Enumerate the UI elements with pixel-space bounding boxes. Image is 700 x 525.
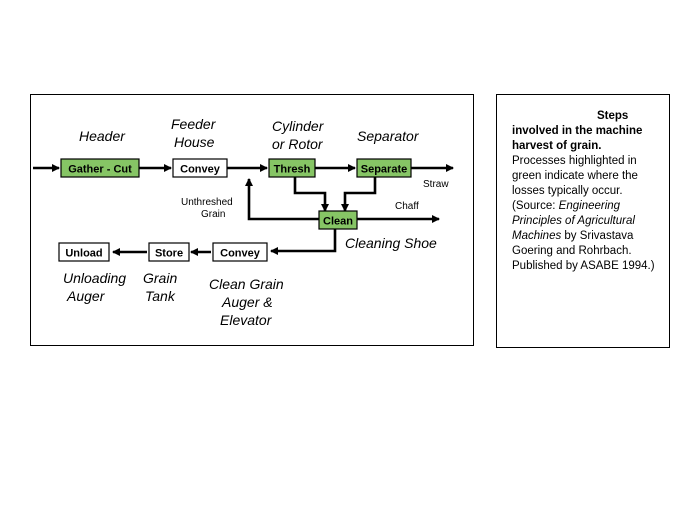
label-grain-tank-1: Grain <box>143 270 177 286</box>
arrow-clean-to-convey <box>270 229 337 255</box>
label-separator: Separator <box>357 128 420 144</box>
svg-text:Store: Store <box>155 248 183 260</box>
caption-body-1: Processes highlighted in green indicate … <box>512 155 638 212</box>
caption-text: Steps involved in the machine harvest of… <box>512 109 664 274</box>
label-grain-tank-2: Tank <box>145 288 176 304</box>
label-unloading-1: Unloading <box>63 270 126 286</box>
box-convey-grain: Convey <box>212 242 268 262</box>
label-feeder-2: House <box>174 134 215 150</box>
diagram-panel: Gather - Cut Convey Thresh Separate Clea… <box>30 94 474 346</box>
label-unloading-2: Auger <box>66 288 106 304</box>
box-clean: Clean <box>318 210 358 230</box>
label-clean-grain-1: Clean Grain <box>209 276 284 292</box>
box-unload: Unload <box>58 242 110 262</box>
label-unthreshed-2: Grain <box>201 209 225 220</box>
label-straw: Straw <box>423 179 449 190</box>
label-cylinder-2: or Rotor <box>272 136 324 152</box>
caption-panel: Steps involved in the machine harvest of… <box>496 94 670 348</box>
label-feeder-1: Feeder <box>171 116 217 132</box>
caption-title: Steps involved in the machine harvest of… <box>512 110 643 152</box>
box-gather-cut: Gather - Cut <box>60 158 140 178</box>
box-thresh: Thresh <box>268 158 316 178</box>
svg-text:Thresh: Thresh <box>274 164 311 176</box>
box-separate: Separate <box>356 158 412 178</box>
label-cylinder-1: Cylinder <box>272 118 325 134</box>
svg-text:Unload: Unload <box>65 248 102 260</box>
arrow-unthreshed-return <box>245 178 319 221</box>
box-store: Store <box>148 242 190 262</box>
svg-text:Convey: Convey <box>220 248 261 260</box>
label-cleaning-shoe: Cleaning Shoe <box>345 235 437 251</box>
harvest-flow-diagram: Gather - Cut Convey Thresh Separate Clea… <box>33 116 454 328</box>
box-convey-feeder: Convey <box>172 158 228 178</box>
svg-text:Gather - Cut: Gather - Cut <box>68 164 132 176</box>
caption-body-2: by Srivastava Goering and Rohrbach. Publ… <box>512 230 655 272</box>
svg-text:Clean: Clean <box>323 216 353 228</box>
svg-text:Convey: Convey <box>180 164 221 176</box>
label-clean-grain-2: Auger & <box>221 294 273 310</box>
label-unthreshed-1: Unthreshed <box>181 197 233 208</box>
label-clean-grain-3: Elevator <box>220 312 273 328</box>
label-chaff: Chaff <box>395 201 419 212</box>
svg-text:Separate: Separate <box>361 164 407 176</box>
arrow-thresh-to-clean <box>293 177 329 212</box>
arrow-separate-to-clean <box>341 177 377 212</box>
label-header: Header <box>79 128 126 144</box>
caption-source-title: Engineering Principles of Agricultural M… <box>512 200 635 242</box>
